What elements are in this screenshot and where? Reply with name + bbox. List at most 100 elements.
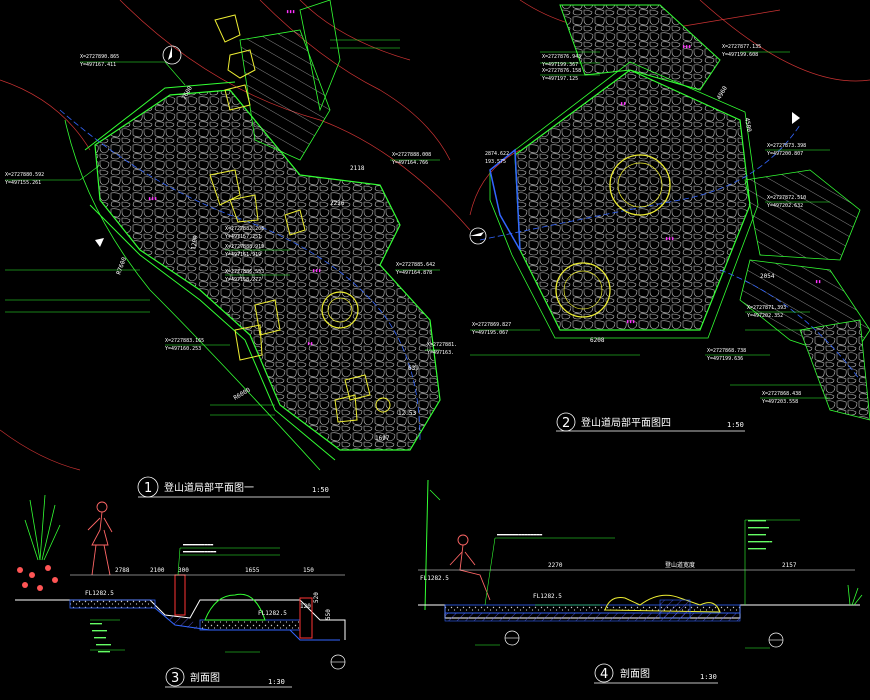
dimension-label: 2157 xyxy=(782,562,797,569)
coordinate-y: Y=497158.277 xyxy=(225,277,261,283)
grass-plant xyxy=(424,479,429,611)
svg-text:▬▬▬▬▬: ▬▬▬▬▬ xyxy=(92,628,107,634)
north-arrow-1 xyxy=(162,45,182,65)
coordinate-y: Y=497157.251 xyxy=(225,234,261,240)
svg-text:▬▬▬▬▬▬: ▬▬▬▬▬▬ xyxy=(748,546,766,552)
dimension-label: 4960 xyxy=(716,85,729,101)
drawing-number: 3 xyxy=(171,671,179,686)
coordinate-x: X=2727881. xyxy=(427,342,457,348)
stone-feature xyxy=(604,594,721,613)
plan-2-group: ▮▮▮ ▮▮ ▮▮▮ ▮▮▮ ▮▮ X=2727877.135 xyxy=(469,0,870,432)
elevation-label: FL1282.5 xyxy=(533,593,562,600)
round-feature-inner xyxy=(617,162,663,208)
note-text: ▬▬▬▬▬▬▬▬▬▬▬▬▬▬▬ xyxy=(497,532,542,538)
magenta-label: ▮▮▮ xyxy=(626,319,635,325)
dimension-label: 1200 xyxy=(190,235,199,251)
person-figure xyxy=(87,501,113,576)
paving-area-2-lower xyxy=(799,319,870,421)
dimension-label: 2226 xyxy=(330,200,345,207)
coordinate-y: Y=497163. xyxy=(427,350,454,356)
elevation-label: FL1282.5 xyxy=(420,575,449,582)
drawing-scale: 1:30 xyxy=(268,678,285,686)
coordinate-x: X=2727873.398 xyxy=(767,143,806,149)
coordinate-x: X=2727868.438 xyxy=(762,391,801,397)
magenta-label: ▮▮▮ xyxy=(286,9,295,15)
magenta-label: ▮▮ xyxy=(815,279,821,285)
plan-1-group: ▮▮▮ ▮▮▮ ▮▮▮ ▮▮ xyxy=(0,0,471,498)
contour-line xyxy=(0,429,81,471)
magenta-label: ▮▮ xyxy=(620,101,626,107)
dimension-label: 520 xyxy=(313,592,320,603)
section-marker xyxy=(95,238,104,247)
contour-line xyxy=(299,0,411,61)
drawing-title: 登山道局部平面图四 xyxy=(581,416,671,429)
centerline xyxy=(59,109,421,441)
dimension-label: 1655 xyxy=(245,567,260,574)
coordinate-x: X=2727871.393 xyxy=(747,305,786,311)
svg-text:▬▬▬▬▬▬: ▬▬▬▬▬▬ xyxy=(748,532,766,538)
coordinate-y: Y=497195.067 xyxy=(472,330,508,336)
dimension-label: 2054 xyxy=(760,273,775,280)
coordinate-y: Y=497155.261 xyxy=(5,180,41,186)
dimension-label: 2270 xyxy=(548,562,563,569)
base-layer xyxy=(444,612,741,622)
coordinate-x: X=2727869.827 xyxy=(472,322,511,328)
round-feature xyxy=(321,291,359,329)
stair-block xyxy=(744,169,861,261)
coordinate-x: X=2727868.738 xyxy=(707,348,746,354)
dimension-label: 639 xyxy=(408,365,419,372)
drawing-scale: 1:50 xyxy=(312,486,329,494)
coordinate-x: X=2727882.208 xyxy=(225,226,264,232)
radius-label: R6000 xyxy=(233,386,252,401)
magenta-label: ▮▮ xyxy=(307,341,313,347)
elevation-label: FL1282.5 xyxy=(85,590,114,597)
note-text: ▬▬▬▬▬▬▬▬▬▬ xyxy=(183,542,213,548)
svg-text:▬▬▬▬▬: ▬▬▬▬▬ xyxy=(96,642,111,648)
seated-person xyxy=(449,534,491,601)
stone-feature-core xyxy=(659,599,691,619)
coordinate-label: 193.575 xyxy=(485,159,506,165)
coordinate-y: Y=497200.807 xyxy=(767,151,803,157)
round-feature-inner xyxy=(327,297,353,323)
shrub xyxy=(204,593,266,621)
green-notes: ▬▬▬▬ ▬▬▬▬▬ ▬▬▬▬ ▬▬▬▬▬ ▬▬▬▬ xyxy=(90,621,111,655)
magenta-label: ▮▮▮ xyxy=(665,236,674,242)
elevation-label: FL1282.5 xyxy=(258,610,287,617)
drawing-scale: 1:50 xyxy=(727,421,744,429)
section-marker xyxy=(792,112,800,124)
coordinate-x: X=2727880.592 xyxy=(5,172,44,178)
contour-line xyxy=(699,0,870,82)
coordinate-y: Y=497161.919 xyxy=(225,252,261,258)
coordinate-x: X=2727888.919 xyxy=(225,244,264,250)
coordinate-x: X=2727877.135 xyxy=(722,44,761,50)
contour-line xyxy=(469,149,521,216)
round-feature xyxy=(609,154,671,216)
coordinate-y: Y=497160.253 xyxy=(165,346,201,352)
dimension-label: 2118 xyxy=(350,165,365,172)
note-text: ▬▬▬▬▬▬▬▬▬▬▬ xyxy=(183,549,216,555)
drawing-number: 1 xyxy=(144,481,152,496)
centerline xyxy=(479,124,801,241)
coordinate-label: 2874.622 xyxy=(485,151,509,157)
dimension-label: 150 xyxy=(303,567,314,574)
retaining-wall xyxy=(299,597,313,639)
centerline xyxy=(719,269,861,381)
grass-plant xyxy=(429,489,441,501)
svg-text:▬▬▬▬: ▬▬▬▬ xyxy=(94,635,106,641)
green-notes: ▬▬▬▬▬▬ ▬▬▬▬▬▬▬ ▬▬▬▬▬▬ ▬▬▬▬▬▬▬▬ ▬▬▬▬▬▬ xyxy=(748,518,772,552)
round-feature-inner xyxy=(563,270,603,310)
dimension-label: 2788 xyxy=(115,567,130,574)
leader-lines xyxy=(475,519,800,649)
coordinate-x: X=2727883.165 xyxy=(165,338,204,344)
dimension-label: 4500 xyxy=(743,117,752,133)
coordinate-x: X=2727886.553 xyxy=(225,269,264,275)
coordinate-y: Y=497202.632 xyxy=(767,203,803,209)
section-3-group: 2788 2100 300 1655 150 120 520 550 FL128… xyxy=(15,494,346,688)
magenta-label: ▮▮▮ xyxy=(682,44,691,50)
dimension-label: 6208 xyxy=(590,337,605,344)
svg-text:▬▬▬▬▬▬▬: ▬▬▬▬▬▬▬ xyxy=(748,525,769,531)
boulders xyxy=(209,14,371,423)
drawing-title: 剖面图 xyxy=(190,671,220,684)
drawing-number: 4 xyxy=(600,667,608,682)
path-edge xyxy=(64,119,321,471)
